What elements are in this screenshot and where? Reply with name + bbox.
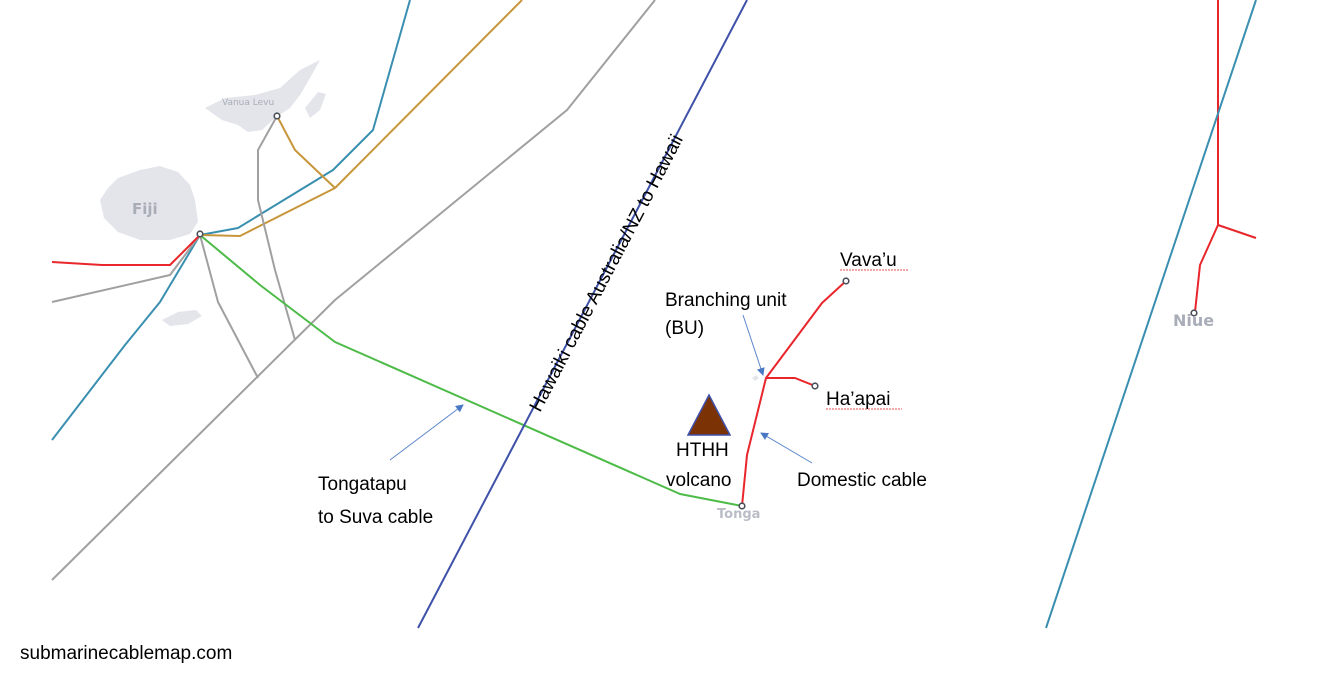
red-cable-niue[interactable] [1217, 0, 1257, 239]
kadavu-land [162, 310, 202, 326]
bu-label-line1: Branching unit [665, 290, 787, 311]
tongatapu-arrow [389, 404, 464, 461]
landing-vavau[interactable] [842, 277, 850, 285]
cables [51, 0, 1257, 629]
gray-cable-fiji-south[interactable] [199, 234, 259, 379]
domestic-cable-label: Domestic cable [797, 470, 927, 491]
bu-label-line2: (BU) [665, 318, 704, 339]
vanua-levu-land [205, 60, 320, 132]
landing-fiji[interactable] [196, 230, 204, 238]
tongatapu-label-line1: Tongatapu [318, 474, 407, 495]
haapai-label: Ha’apai [826, 389, 890, 410]
teal-cable-east[interactable] [1045, 0, 1257, 629]
volcano-icon [686, 393, 732, 436]
hawaiki-cable[interactable] [417, 0, 748, 629]
label-vanua-levu: Vanua Levu [222, 98, 274, 108]
branching-unit-arrow [742, 314, 765, 376]
landing-vanua-levu[interactable] [273, 112, 281, 120]
landing-haapai[interactable] [811, 382, 819, 390]
vavau-label: Vava’u [840, 250, 897, 271]
tongatapu-label-line2: to Suva cable [318, 507, 433, 528]
red-cable-niue-branch[interactable] [1194, 224, 1219, 313]
hthh-label-line2: volcano [666, 470, 732, 491]
gray-cable-vanua-levu[interactable] [257, 115, 296, 341]
gray-cable-fiji-west[interactable] [51, 234, 201, 303]
tonga-islet [752, 375, 759, 381]
gold-cable[interactable] [199, 0, 523, 237]
teal-cable-fiji[interactable] [51, 0, 411, 441]
domestic-cable-haapai-branch[interactable] [766, 377, 816, 387]
gray-cable-trunk[interactable] [51, 0, 656, 581]
tongatapu-suva-cable[interactable] [199, 234, 743, 507]
fiji-viti-levu-land [100, 166, 198, 240]
gold-cable-vanua-levu[interactable] [276, 115, 336, 189]
source-credit: submarinecablemap.com [20, 643, 232, 664]
label-fiji: Fiji [132, 200, 158, 218]
red-cable-fiji-west[interactable] [51, 234, 201, 266]
label-tonga: Tonga [717, 507, 760, 522]
hawaiki-label: Hawaiki cable Australia/NZ to Hawaii [526, 131, 688, 415]
domestic-cable-arrow [760, 432, 813, 464]
landing-tonga[interactable] [738, 502, 746, 510]
landing-niue[interactable] [1190, 309, 1198, 317]
taveuni-land [305, 92, 326, 118]
hthh-label-line1: HTHH [676, 440, 729, 461]
label-niue: Niue [1173, 311, 1214, 330]
